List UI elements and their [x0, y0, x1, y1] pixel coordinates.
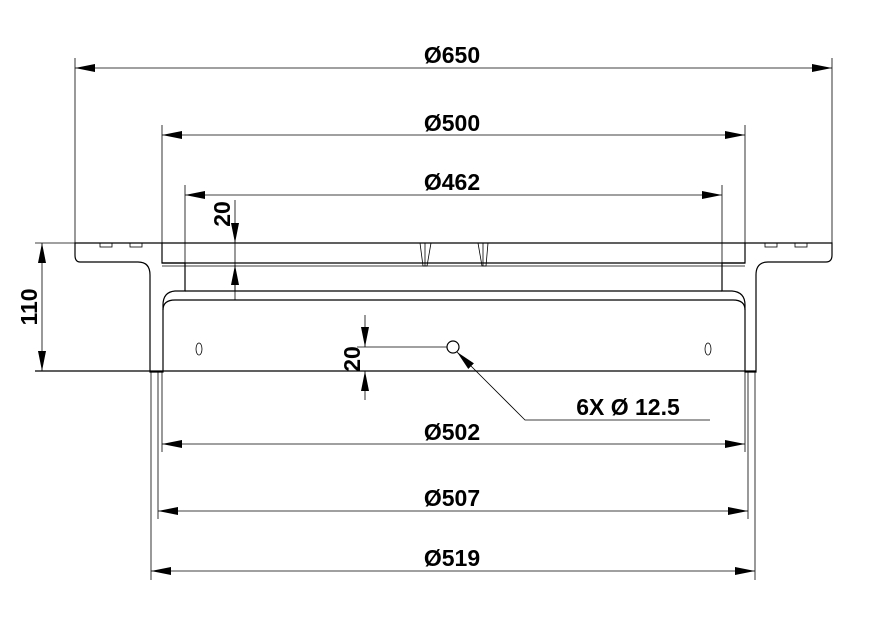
- dim-507-label: Ø507: [424, 485, 480, 511]
- dim-650-label: Ø650: [424, 42, 480, 68]
- section-right: [721, 242, 833, 373]
- dim-502-label: Ø502: [424, 419, 480, 445]
- section-left: [74, 242, 186, 373]
- dim-500-label: Ø500: [424, 110, 480, 136]
- dimension-lines: [38, 64, 832, 575]
- body-outline: [35, 242, 756, 372]
- dim-20-hole-label: 20: [339, 346, 365, 372]
- extension-lines: [35, 58, 833, 580]
- dim-20-flange-label: 20: [209, 201, 235, 227]
- flange-slots: [99, 242, 808, 248]
- dim-519-label: Ø519: [424, 545, 480, 571]
- hole-left: [195, 342, 203, 356]
- hole-right: [704, 342, 712, 356]
- dim-110-label: 110: [16, 288, 42, 325]
- dim-462-label: Ø462: [424, 169, 480, 195]
- holes-callout-label: 6X Ø 12.5: [576, 394, 680, 420]
- hole-center: [446, 340, 460, 354]
